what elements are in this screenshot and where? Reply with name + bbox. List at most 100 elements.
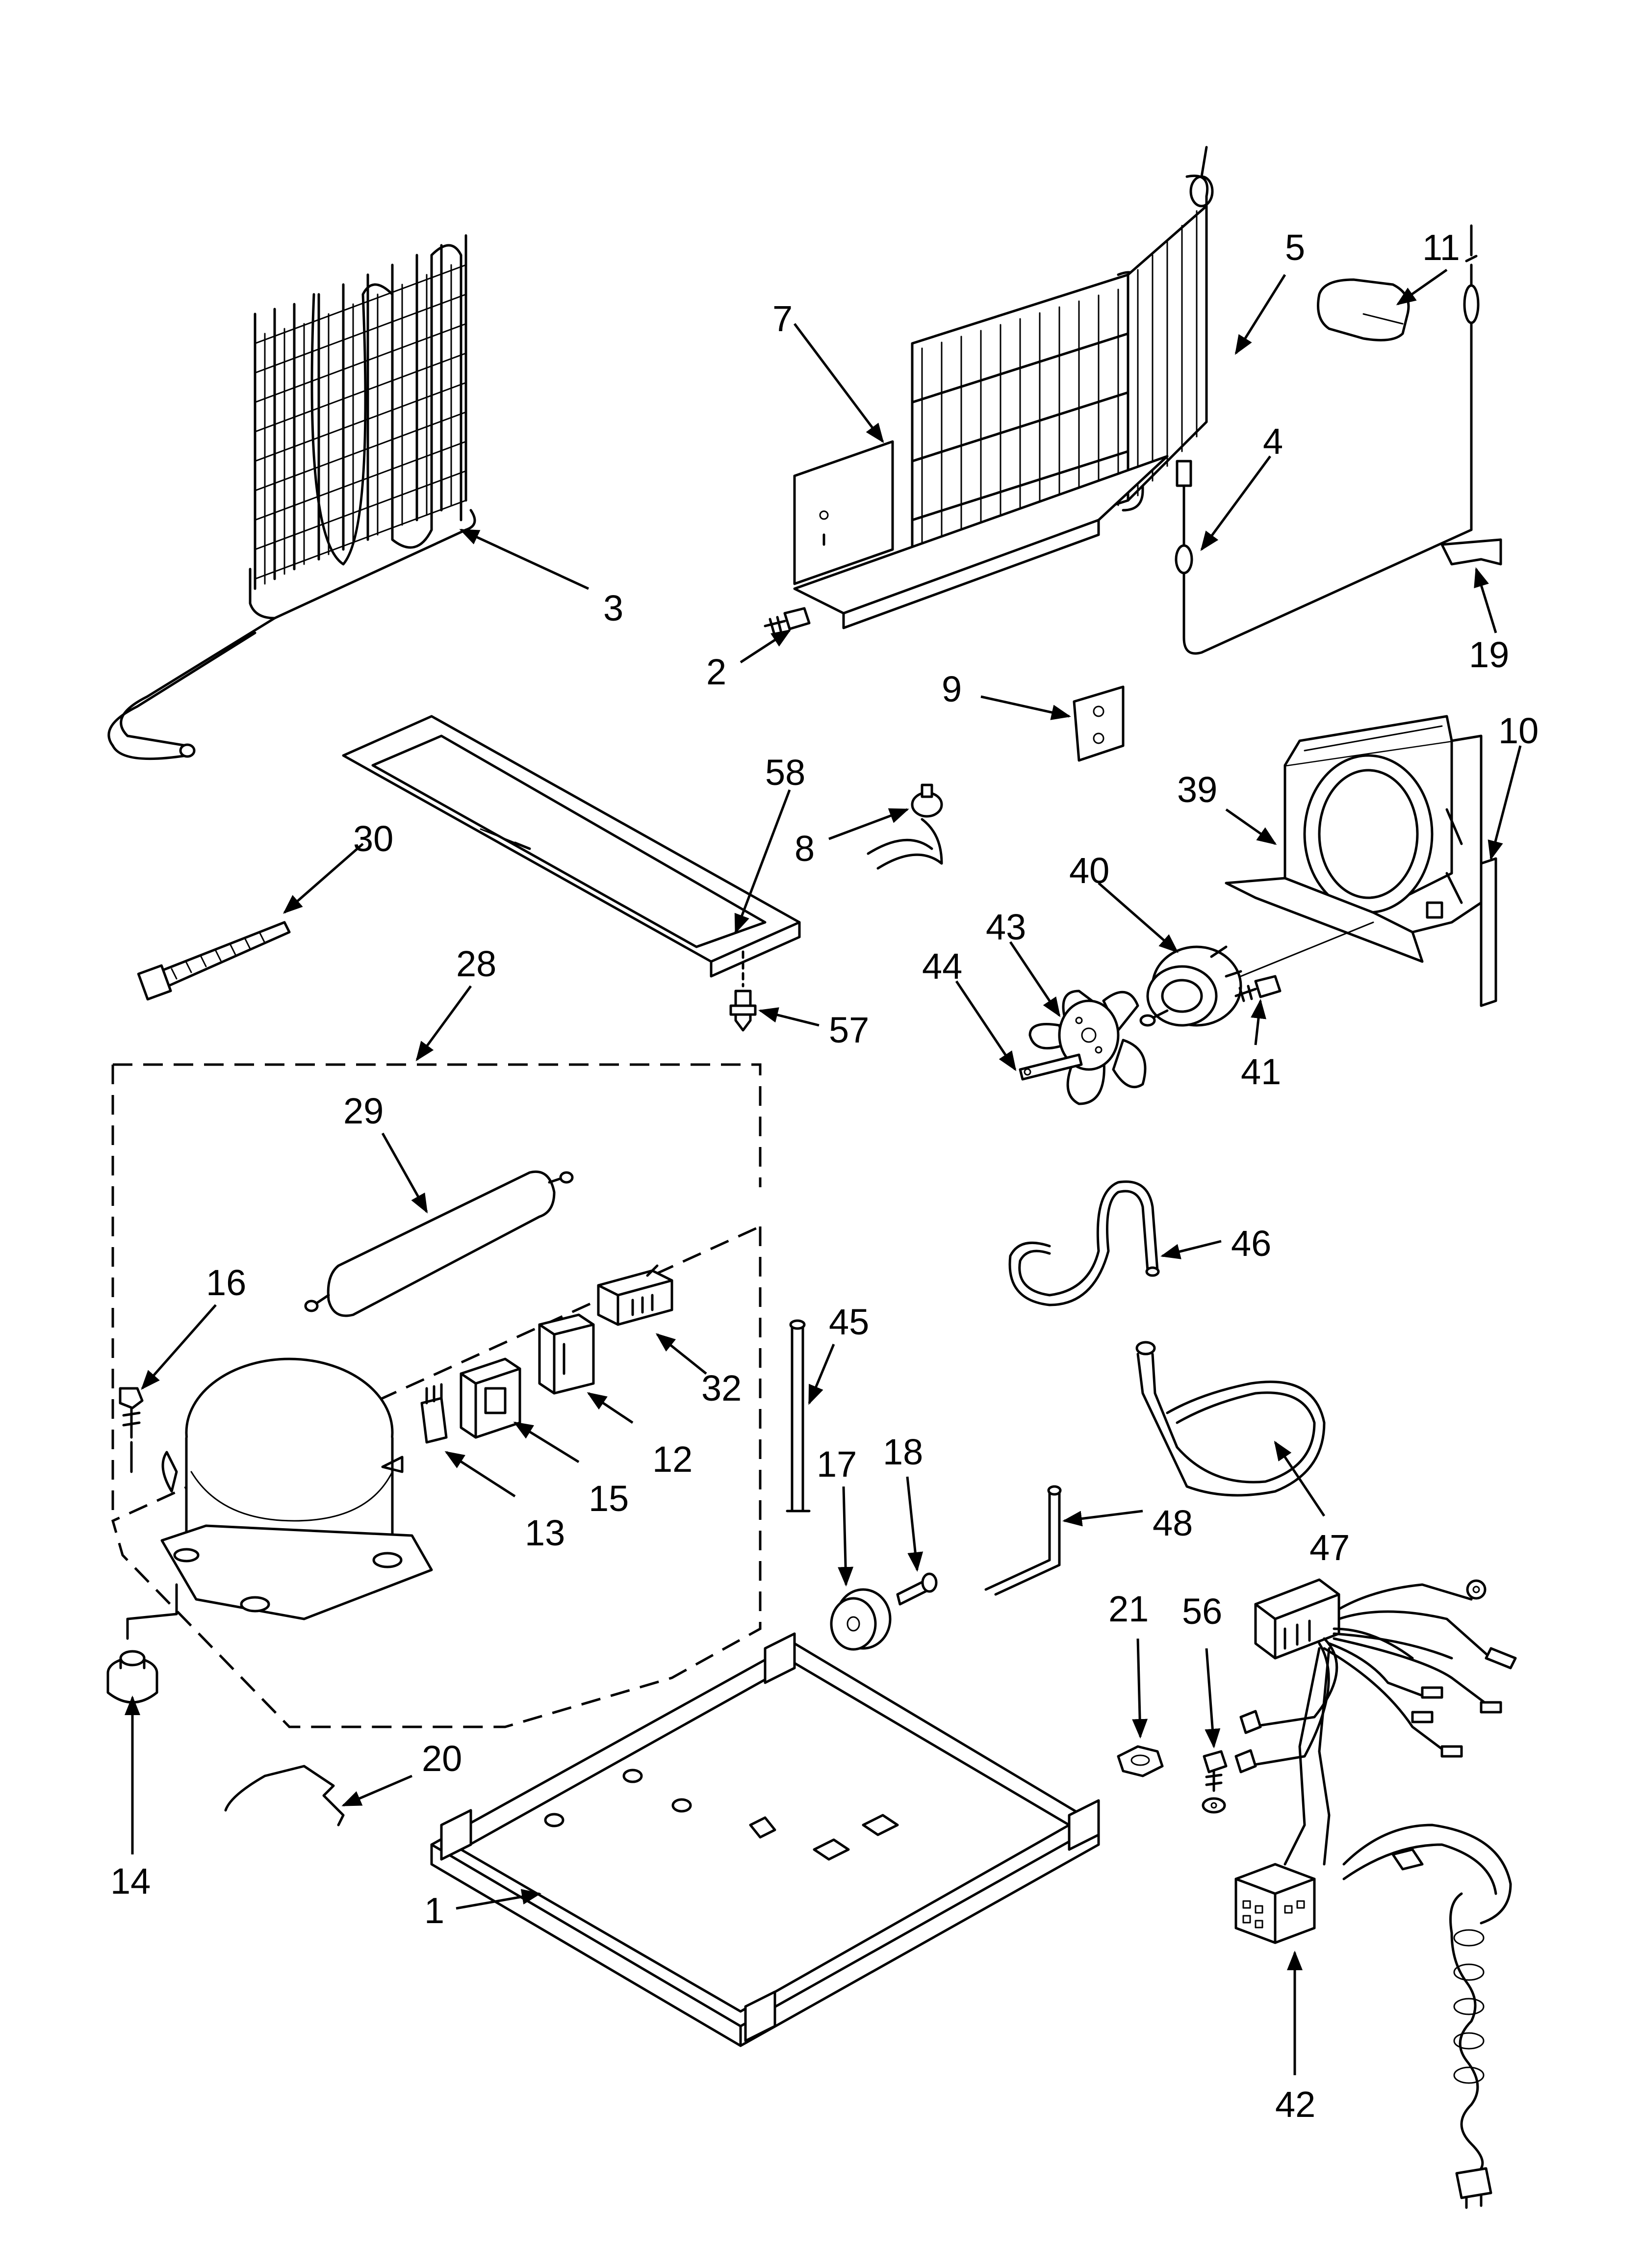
callout-29: 29 [343, 1091, 384, 1131]
screw-part-56 [1202, 1750, 1228, 1814]
grommet-part-14 [106, 1650, 158, 1704]
leader-28 [415, 985, 472, 1062]
callout-56: 56 [1182, 1591, 1222, 1632]
wire-harness-part-42 [1234, 1578, 1517, 2209]
callout-8: 8 [795, 828, 815, 869]
callout-45: 45 [829, 1302, 869, 1342]
leader-30 [282, 843, 364, 914]
leader-29 [381, 1132, 428, 1214]
callout-18: 18 [883, 1432, 923, 1472]
callout-labels: 3 7 5 11 4 19 2 9 10 39 58 8 30 40 43 44… [110, 227, 1539, 2125]
callout-46: 46 [1231, 1223, 1271, 1264]
callout-9: 9 [942, 669, 962, 709]
leader-16 [141, 1304, 217, 1390]
leader-18 [906, 1476, 924, 1572]
leader-9 [980, 695, 1071, 720]
overload-part-32 [597, 1264, 673, 1326]
defrost-thermostat-part-4 [1175, 224, 1480, 655]
leader-39 [1225, 808, 1277, 845]
leader-12 [587, 1392, 634, 1424]
leader-43 [1009, 941, 1061, 1017]
callout-13: 13 [525, 1512, 565, 1553]
callout-20: 20 [422, 1738, 462, 1779]
clip-part-44 [1019, 1053, 1083, 1081]
leader-57 [758, 1007, 820, 1027]
leader-lines [125, 268, 1522, 2075]
compressor-assembly-boundary-part-28 [111, 1063, 762, 1728]
screw-part-41 [1234, 975, 1282, 1002]
callout-15: 15 [589, 1478, 629, 1519]
callout-40: 40 [1069, 850, 1109, 891]
callout-30: 30 [353, 818, 393, 859]
screw-part-57 [729, 950, 757, 1032]
strip-part-10 [1480, 857, 1497, 1007]
callout-7: 7 [772, 298, 793, 339]
leader-10 [1488, 745, 1522, 860]
leader-1 [456, 1889, 541, 1910]
leader-20 [341, 1774, 412, 1807]
condenser-part-3 [107, 234, 476, 760]
tube-part-45 [786, 1319, 811, 1512]
callout-58: 58 [765, 752, 805, 793]
fan-blade-part-43 [1028, 990, 1147, 1105]
leader-2 [740, 629, 792, 664]
clip-part-20 [224, 1765, 345, 1826]
callout-5: 5 [1285, 227, 1305, 268]
fan-shroud-part-39 [1225, 715, 1483, 963]
tube-part-48 [984, 1485, 1062, 1596]
callout-41: 41 [1241, 1051, 1281, 1092]
callout-1: 1 [424, 1890, 444, 1931]
callout-2: 2 [706, 652, 726, 692]
leader-32 [655, 1333, 707, 1375]
leader-48 [1062, 1510, 1143, 1527]
compressor [126, 1357, 433, 1640]
callout-4: 4 [1263, 421, 1283, 462]
callout-39: 39 [1177, 769, 1217, 810]
drier-part-29 [304, 1170, 574, 1317]
callout-28: 28 [456, 943, 496, 984]
fan-motor-part-40 [1139, 921, 1374, 1027]
evaporator-part-5 [793, 146, 1214, 629]
callout-16: 16 [206, 1262, 246, 1303]
callout-32: 32 [701, 1368, 742, 1408]
callout-44: 44 [922, 946, 962, 987]
leader-17 [838, 1486, 854, 1587]
nut-part-21 [1117, 1745, 1164, 1777]
leader-40 [1098, 882, 1179, 953]
cable-tie-part-30 [137, 921, 291, 1001]
cover-part-12 [538, 1313, 595, 1395]
leader-45 [808, 1344, 835, 1405]
pin-part-18 [896, 1572, 938, 1606]
screw-part-2 [764, 607, 811, 634]
leader-56 [1205, 1648, 1221, 1748]
callout-21: 21 [1108, 1589, 1149, 1629]
leader-46 [1160, 1240, 1222, 1259]
callout-11: 11 [1422, 227, 1460, 268]
callout-42: 42 [1275, 2084, 1315, 2125]
clip-part-19 [1440, 538, 1502, 566]
callout-48: 48 [1153, 1503, 1193, 1543]
leader-5 [1234, 274, 1286, 355]
leader-41 [1251, 999, 1266, 1045]
leader-58 [734, 789, 791, 934]
callout-12: 12 [652, 1439, 693, 1480]
screw-part-16 [119, 1387, 144, 1473]
relay-part-15 [460, 1357, 521, 1439]
callout-3: 3 [603, 588, 623, 628]
roller-part-17 [830, 1588, 892, 1651]
callout-19: 19 [1469, 634, 1509, 675]
tube-part-46 [1008, 1180, 1160, 1306]
tube-part-47 [1135, 1341, 1326, 1497]
leader-7 [794, 323, 884, 443]
callout-43: 43 [986, 907, 1026, 947]
callout-57: 57 [829, 1010, 869, 1050]
leader-8 [828, 808, 909, 840]
terminal-part-13 [420, 1383, 448, 1444]
callout-17: 17 [817, 1444, 857, 1485]
drain-pan-part-58 [342, 715, 801, 978]
leader-13 [444, 1451, 516, 1498]
leader-47 [1274, 1440, 1326, 1517]
evaporator-bracket-part-7 [793, 440, 894, 585]
bracket-part-9 [1073, 685, 1125, 762]
